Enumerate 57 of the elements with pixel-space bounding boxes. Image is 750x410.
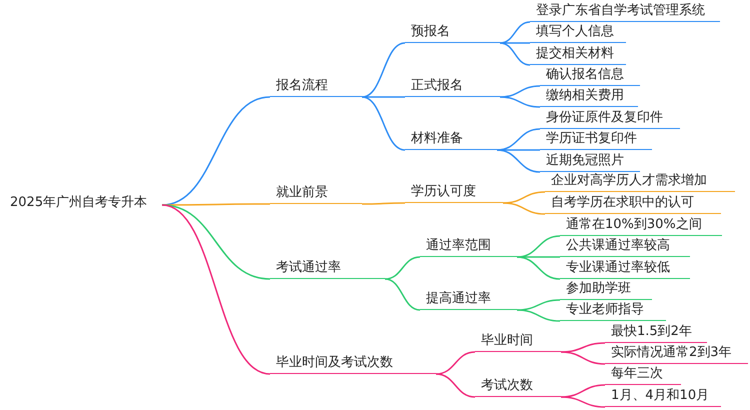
- topic-label: 预报名: [405, 23, 500, 43]
- connector-line: [560, 351, 606, 365]
- connector-line: [496, 149, 540, 173]
- connector-line: [384, 278, 420, 311]
- topic-label: 确认报名信息: [540, 66, 640, 86]
- connector-line: [500, 42, 530, 66]
- connector-line: [502, 191, 546, 204]
- connector-line: [436, 351, 476, 375]
- topic-label: 毕业时间及考试次数: [270, 354, 436, 374]
- topic-label: 材料准备: [405, 130, 497, 150]
- connector-line: [162, 203, 270, 206]
- topic-label: 近期免冠照片: [540, 152, 640, 172]
- topic-label: 学历认可度: [405, 183, 503, 203]
- topic-label: 学历证书复印件: [540, 130, 652, 150]
- topic-label: 提高通过率: [420, 290, 517, 310]
- central-topic: 2025年广州自考专升本: [4, 194, 164, 214]
- topic-label: 实际情况通常2到3年: [605, 344, 748, 364]
- connector-line: [500, 85, 540, 98]
- connector-line: [560, 396, 606, 408]
- topic-label: 专业老师指导: [560, 301, 666, 321]
- topic-label: 1月、4月和10月: [605, 387, 721, 407]
- topic-label: 通常在10%到30%之间: [560, 216, 722, 236]
- connector-line: [516, 309, 560, 322]
- topic-label: 参加助学班: [560, 280, 652, 300]
- connector-line: [362, 202, 405, 205]
- connector-line: [496, 128, 540, 151]
- connector-line: [516, 256, 560, 280]
- topic-label: 报名流程: [270, 77, 362, 97]
- topic-label: 填写个人信息: [530, 23, 626, 43]
- topic-label: 提交相关材料: [530, 45, 626, 65]
- connector-line: [362, 42, 406, 98]
- topic-label: 最快1.5到2年: [605, 323, 707, 343]
- topic-label: 考试通过率: [270, 259, 385, 279]
- topic-label: 毕业时间: [475, 332, 561, 352]
- connector-line: [516, 299, 560, 311]
- connector-line: [516, 235, 560, 258]
- connector-line: [436, 373, 476, 398]
- topic-label: 缴纳相关费用: [540, 87, 638, 107]
- topic-label: 正式报名: [405, 77, 500, 97]
- connector-line: [560, 384, 606, 398]
- connector-line: [502, 202, 546, 215]
- topic-label: 登录广东省自学考试管理系统: [530, 2, 720, 22]
- connector-line: [362, 96, 406, 151]
- topic-label: 每年三次: [605, 365, 681, 385]
- connector-line: [500, 21, 530, 44]
- topic-label: 就业前景: [270, 184, 362, 204]
- topic-label: 考试次数: [475, 377, 561, 397]
- topic-label: 公共课通过率较高: [560, 237, 690, 257]
- connector-line: [384, 256, 420, 280]
- topic-label: 通过率范围: [420, 237, 517, 257]
- connector-line: [560, 342, 606, 353]
- topic-label: 身份证原件及复印件: [540, 109, 680, 129]
- topic-label: 自考学历在求职中的认可: [545, 194, 721, 214]
- topic-label: 专业课通过率较低: [560, 259, 690, 279]
- topic-label: 企业对高学历人才需求增加: [545, 172, 735, 192]
- connector-line: [162, 204, 270, 375]
- connector-line: [500, 96, 540, 108]
